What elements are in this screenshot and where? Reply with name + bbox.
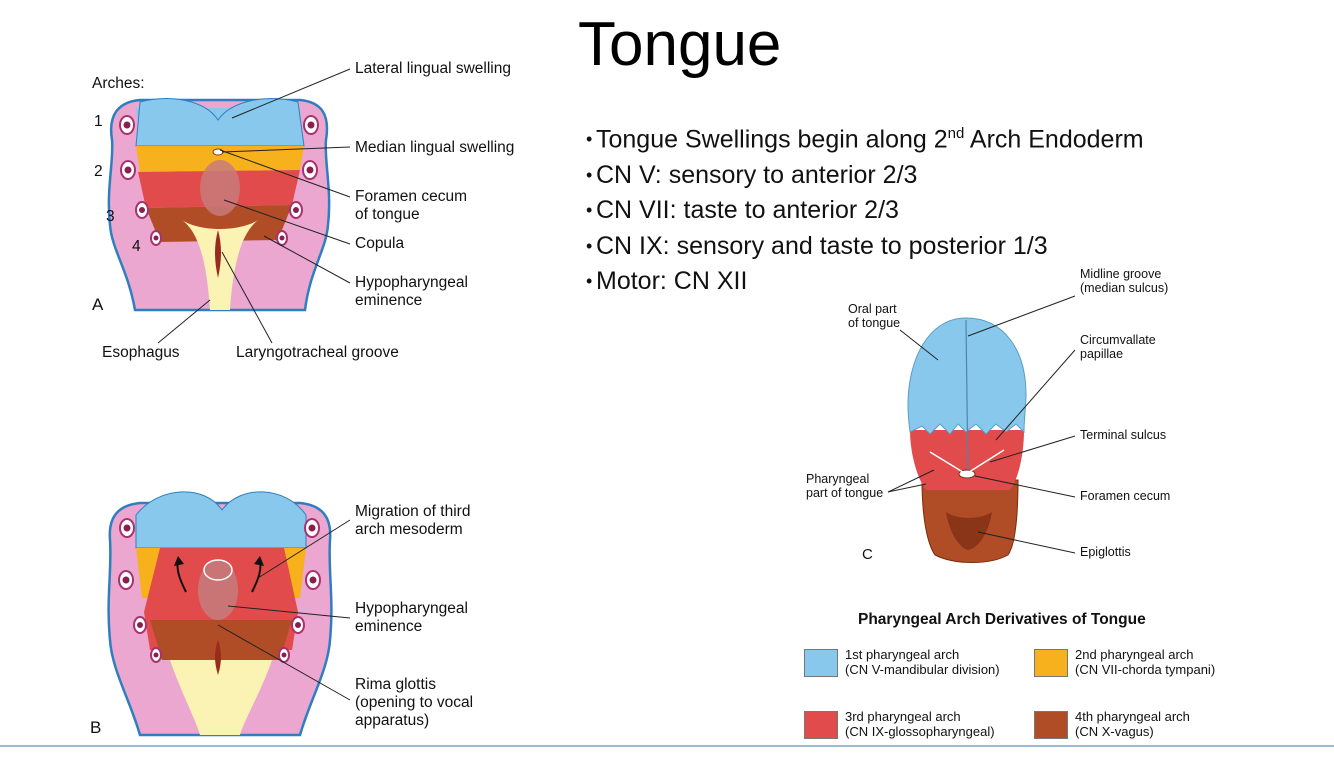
panel-label-a: A: [92, 295, 104, 314]
figure-a-drawing: [107, 68, 351, 344]
legend-swatch-arch3: [804, 711, 838, 739]
arch-number-3: 3: [106, 208, 115, 225]
legend-item-arch4: 4th pharyngeal arch(CN X-vagus): [1075, 709, 1190, 739]
label-copula: Copula: [355, 235, 405, 252]
bottom-divider: [0, 745, 1334, 747]
legend-item-arch2: 2nd pharyngeal arch(CN VII-chorda tympan…: [1075, 647, 1216, 677]
bullet-item: CN IX: sensory and taste to posterior 1/…: [586, 229, 1144, 265]
label-terminal-sulcus: Terminal sulcus: [1080, 428, 1167, 442]
arch-number-1: 1: [94, 113, 103, 130]
label-esophagus: Esophagus: [102, 344, 180, 361]
bullet-item: CN VII: taste to anterior 2/3: [586, 193, 1144, 229]
legend-swatch-arch2: [1034, 649, 1068, 677]
label-epiglottis: Epiglottis: [1080, 545, 1131, 559]
label-midline-groove: Midline groove(median sulcus): [1080, 267, 1169, 295]
legend-title: Pharyngeal Arch Derivatives of Tongue: [858, 611, 1146, 628]
panel-label-c: C: [862, 546, 873, 563]
figure-c-drawing: [887, 295, 1076, 563]
legend-item-arch1: 1st pharyngeal arch(CN V-mandibular divi…: [845, 647, 1000, 677]
bullet-list: Tongue Swellings begin along 2nd Arch En…: [586, 116, 1144, 300]
arch-number-2: 2: [94, 163, 103, 180]
label-foramen-cecum-c: Foramen cecum: [1080, 489, 1171, 503]
label-lateral-lingual: Lateral lingual swelling: [355, 60, 511, 77]
arch-number-4: 4: [132, 238, 141, 255]
label-median-lingual: Median lingual swelling: [355, 139, 515, 156]
label-laryngotracheal: Laryngotracheal groove: [236, 344, 399, 361]
slide-title: Tongue: [578, 10, 782, 79]
panel-label-b: B: [90, 718, 102, 737]
figure-b-drawing: [107, 491, 351, 737]
arches-label: Arches:: [92, 75, 145, 92]
bullet-item: Tongue Swellings begin along 2nd Arch En…: [586, 116, 1144, 158]
legend-item-arch3: 3rd pharyngeal arch(CN IX-glossopharynge…: [845, 709, 995, 739]
legend-swatch-arch1: [804, 649, 838, 677]
legend-swatch-arch4: [1034, 711, 1068, 739]
bullet-item: CN V: sensory to anterior 2/3: [586, 158, 1144, 194]
bullet-item: Motor: CN XII: [586, 264, 1144, 300]
